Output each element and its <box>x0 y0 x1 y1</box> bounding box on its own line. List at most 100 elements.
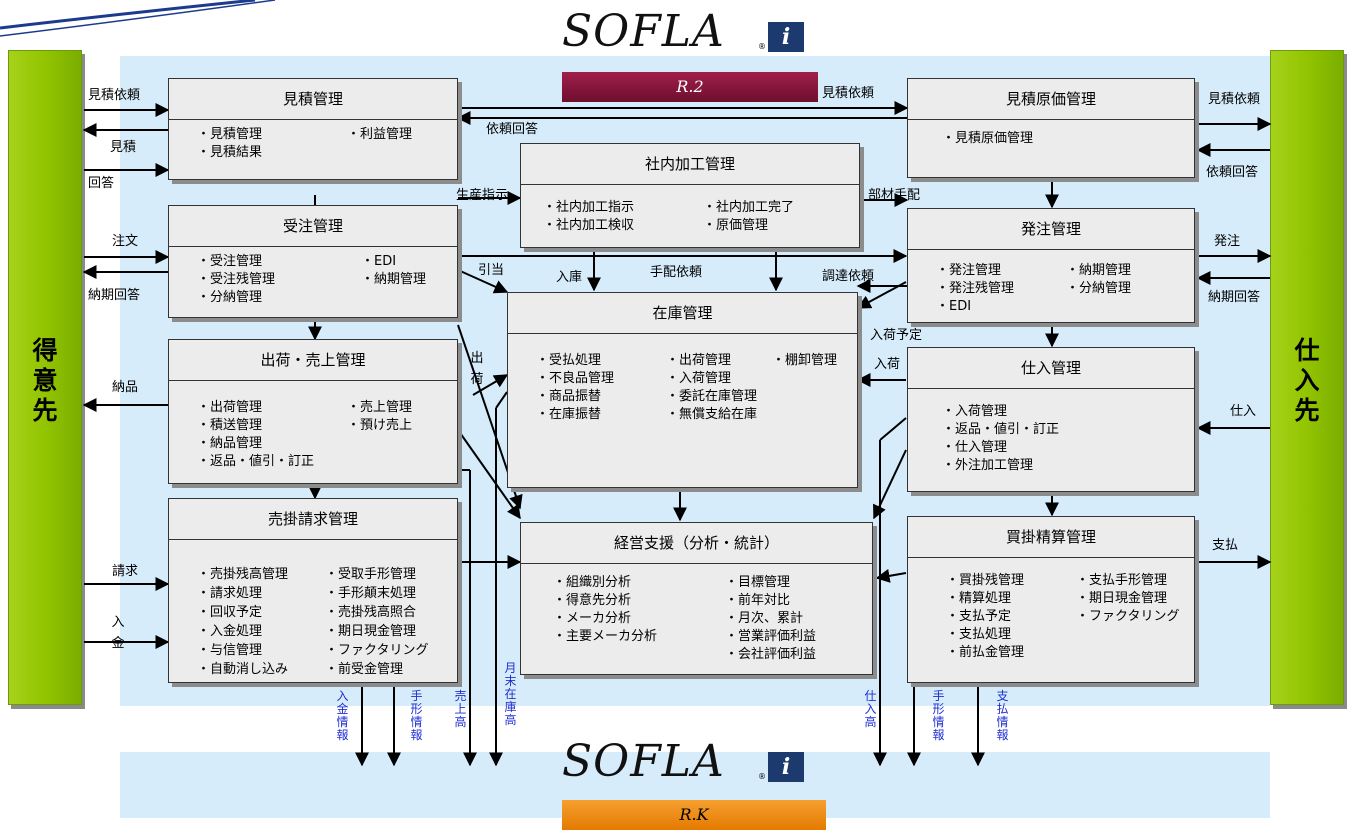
customer-label: 得意先 <box>32 336 58 425</box>
bottom-flow-label: 手形情報 <box>410 689 423 742</box>
flow-label: 納品 <box>112 380 139 395</box>
module-item: ・入金処理 <box>197 624 263 639</box>
flow-label: 手配依頼 <box>650 265 703 280</box>
module-item: ・売掛残高照合 <box>325 605 417 620</box>
bottom-flow-label: 仕入高 <box>864 689 877 729</box>
module-item: ・返品・値引・訂正 <box>942 422 1060 437</box>
flow-label: 仕入 <box>1230 404 1257 419</box>
module-item: ・回収予定 <box>197 605 263 620</box>
module-title: 在庫管理 <box>508 293 857 334</box>
logo-wordmark: SOFLA <box>562 736 725 787</box>
module-item: ・得意先分析 <box>553 593 632 608</box>
zaiko-kanri-box: 在庫管理 ・受払処理 ・出荷管理 ・棚卸管理 ・不良品管理 ・入荷管理 ・商品振… <box>507 292 858 488</box>
flow-label: 請求 <box>112 564 139 579</box>
module-item: ・発注残管理 <box>936 281 1015 296</box>
module-item: ・納期管理 <box>1066 263 1132 278</box>
flow-label: 支払 <box>1212 538 1239 553</box>
kaikake-seisan-kanri-box: 買掛精算管理 ・買掛残管理 ・支払手形管理 ・精算処理 ・期日現金管理 ・支払予… <box>907 516 1195 683</box>
module-item: ・期日現金管理 <box>325 624 417 639</box>
logo-i-badge: i <box>768 752 804 782</box>
module-item: ・預け売上 <box>347 418 413 433</box>
module-title: 売掛請求管理 <box>169 499 457 540</box>
juchu-kanri-box: 受注管理 ・受注管理 ・EDI ・受注残管理 ・納期管理 ・分納管理 <box>168 205 458 318</box>
flow-label: 依頼回答 <box>486 122 539 137</box>
module-title: 経営支援（分析・統計） <box>521 523 872 564</box>
module-item: ・棚卸管理 <box>772 353 838 368</box>
hatchu-kanri-box: 発注管理 ・発注管理 ・納期管理 ・発注残管理 ・分納管理 ・EDI <box>907 208 1195 323</box>
flow-label: 部材手配 <box>868 188 921 203</box>
module-item: ・与信管理 <box>197 643 263 658</box>
logo-edition-band: R.K <box>562 800 826 830</box>
module-title: 発注管理 <box>908 209 1194 250</box>
module-item: ・買掛残管理 <box>946 573 1025 588</box>
module-item: ・主要メーカ分析 <box>553 629 658 644</box>
module-item: ・分納管理 <box>1066 281 1132 296</box>
module-item: ・支払処理 <box>946 627 1012 642</box>
module-item: ・社内加工指示 <box>543 200 635 215</box>
flow-label: 回答 <box>88 176 115 191</box>
module-title: 買掛精算管理 <box>908 517 1194 558</box>
shanai-kako-kanri-box: 社内加工管理 ・社内加工指示 ・社内加工完了 ・社内加工検収 ・原価管理 <box>520 143 860 248</box>
module-item: ・前受金管理 <box>325 662 404 677</box>
module-title: 見積管理 <box>169 79 457 120</box>
flow-label: 納期回答 <box>1208 290 1261 305</box>
module-item: ・納品管理 <box>197 436 263 451</box>
module-item: ・自動消し込み <box>197 662 289 677</box>
customer-panel: 得意先 <box>8 50 82 705</box>
module-item: ・原価管理 <box>703 218 769 233</box>
urikake-seikyu-kanri-box: 売掛請求管理 ・売掛残高管理 ・受取手形管理 ・請求処理 ・手形顛末処理 ・回収… <box>168 498 458 683</box>
module-item: ・積送管理 <box>197 418 263 433</box>
flow-label: 注文 <box>112 234 139 249</box>
module-item: ・目標管理 <box>725 575 791 590</box>
module-item: ・売上管理 <box>347 400 413 415</box>
logo-edition-band: R.2 <box>562 72 818 102</box>
module-title: 見積原価管理 <box>908 79 1194 120</box>
module-item: ・受注管理 <box>197 254 263 269</box>
flow-label: 入庫 <box>556 270 583 285</box>
module-item: ・在庫振替 <box>536 407 602 422</box>
module-item: ・EDI <box>936 299 972 314</box>
module-item: ・入荷管理 <box>666 371 732 386</box>
supplier-panel: 仕入先 <box>1270 50 1344 705</box>
module-item: ・納期管理 <box>361 272 427 287</box>
module-item: ・支払予定 <box>946 609 1012 624</box>
module-item: ・委託在庫管理 <box>666 389 758 404</box>
module-item: ・手形顛末処理 <box>325 586 417 601</box>
module-title: 社内加工管理 <box>521 144 859 185</box>
flow-label: 納期回答 <box>88 288 141 303</box>
flow-label: 入金 <box>111 615 125 651</box>
bottom-flow-label: 手形情報 <box>932 689 945 742</box>
module-title: 出荷・売上管理 <box>169 340 457 381</box>
flow-label: 発注 <box>1214 234 1241 249</box>
shiire-kanri-box: 仕入管理 ・入荷管理 ・返品・値引・訂正 ・仕入管理 ・外注加工管理 <box>907 347 1195 492</box>
module-item: ・売掛残高管理 <box>197 567 289 582</box>
bottom-flow-label: 売上高 <box>454 689 467 729</box>
module-item: ・支払手形管理 <box>1076 573 1168 588</box>
module-item: ・前払金管理 <box>946 645 1025 660</box>
module-item: ・メーカ分析 <box>553 611 632 626</box>
module-item: ・社内加工検収 <box>543 218 635 233</box>
module-item: ・分納管理 <box>197 290 263 305</box>
module-item: ・受払処理 <box>536 353 602 368</box>
bottom-flow-label: 支払情報 <box>996 689 1009 742</box>
flow-label: 調達依頼 <box>822 269 875 284</box>
module-item: ・組織別分析 <box>553 575 632 590</box>
module-item: ・返品・値引・訂正 <box>197 454 315 469</box>
module-item: ・不良品管理 <box>536 371 615 386</box>
module-item: ・会社評価利益 <box>725 647 817 662</box>
module-item: ・月次、累計 <box>725 611 804 626</box>
bottom-flow-label: 入金情報 <box>336 689 349 742</box>
logo-i-badge: i <box>768 22 804 52</box>
flow-label: 生産指示 <box>456 188 509 203</box>
logo-wordmark: SOFLA <box>562 6 725 57</box>
module-item: ・営業評価利益 <box>725 629 817 644</box>
bottom-flow-label: 月末在庫高 <box>504 661 517 727</box>
module-item: ・前年対比 <box>725 593 791 608</box>
flow-label: 依頼回答 <box>1206 165 1259 180</box>
flow-label: 入荷予定 <box>870 328 923 343</box>
keiei-shien-box: 経営支援（分析・統計） ・組織別分析 ・目標管理 ・得意先分析 ・前年対比 ・メ… <box>520 522 873 675</box>
module-item: ・仕入管理 <box>942 440 1008 455</box>
module-item: ・ファクタリング <box>325 643 429 658</box>
module-item: ・EDI <box>361 254 397 269</box>
